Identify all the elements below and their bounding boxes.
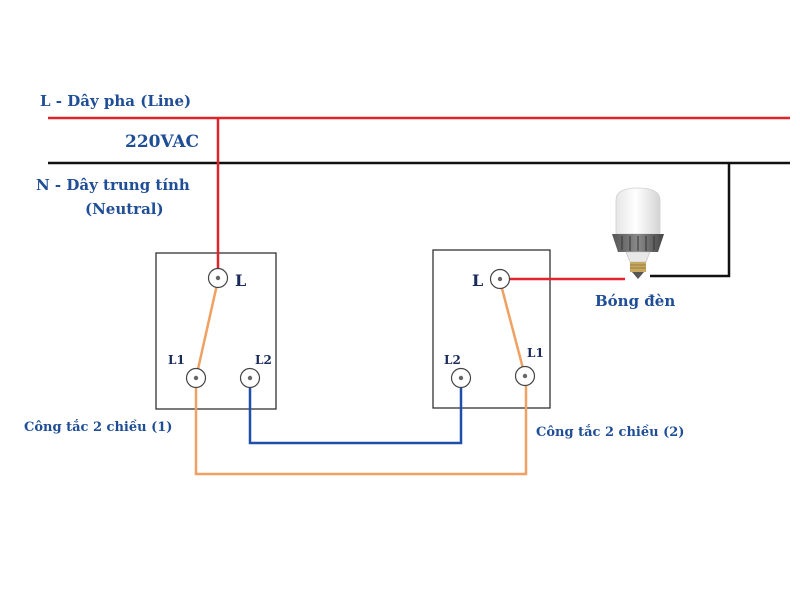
line-wire-label: L - Dây pha (Line) xyxy=(40,92,191,110)
traveler-orange-wire xyxy=(194,378,528,476)
switch-1-terminal-l-screw xyxy=(215,275,221,281)
switch-1-terminal-l1-screw xyxy=(193,375,199,381)
neutral-wire-label: N - Dây trung tính xyxy=(36,176,190,194)
switch-2-terminal-l-screw xyxy=(497,276,503,282)
light-bulb-icon xyxy=(612,187,664,279)
neutral-to-bulb-wire xyxy=(650,163,731,278)
traveler-blue-wire xyxy=(248,380,463,445)
switch-2-caption: Công tắc 2 chiều (2) xyxy=(536,424,684,440)
switch-1-terminal-l2-screw xyxy=(247,375,253,381)
switch-1-label-l: L xyxy=(235,271,246,290)
bulb-label: Bóng đèn xyxy=(595,292,675,310)
switch-2-terminal-l1-screw xyxy=(522,373,528,379)
switch-1-caption: Công tắc 2 chiều (1) xyxy=(24,419,172,435)
switch-2-lever xyxy=(498,280,527,377)
switch-1-lever xyxy=(194,279,220,379)
switch-2-label-l: L xyxy=(472,271,483,290)
voltage-label: 220VAC xyxy=(125,132,199,152)
switch-2-terminal-l2-screw xyxy=(458,375,464,381)
switch-1-label-l2: L2 xyxy=(255,353,272,367)
neutral-wire-sublabel: (Neutral) xyxy=(85,200,164,218)
switch-2-label-l1: L1 xyxy=(527,346,544,360)
switch-2-label-l2: L2 xyxy=(444,353,461,367)
switch-1-label-l1: L1 xyxy=(168,353,185,367)
